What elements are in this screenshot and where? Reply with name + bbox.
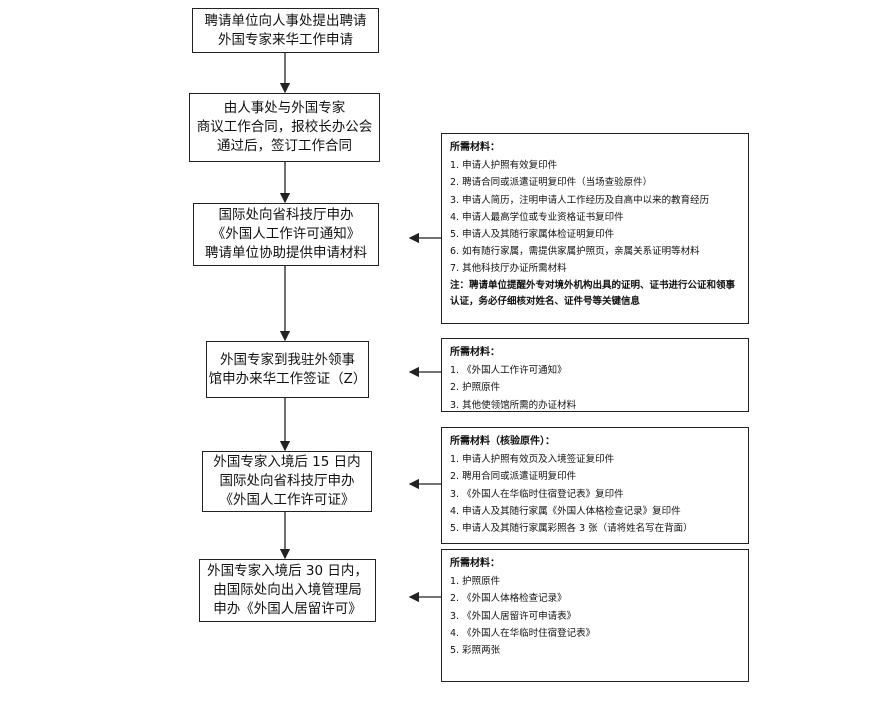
step-line: 外国专家入境后 15 日内 xyxy=(213,454,361,470)
materials-item: 1. 护照原件 xyxy=(450,576,501,588)
materials-item: 5. 申请人及其随行家属体检证明复印件 xyxy=(450,229,615,241)
step-line: 聘请单位协助提供申请材料 xyxy=(205,245,367,261)
materials-item: 3. 其他使领馆所需的办证材料 xyxy=(450,399,577,411)
materials-item: 3. 申请人简历，注明申请人工作经历及自高中以来的教育经历 xyxy=(450,194,710,206)
materials-heading: 所需材料： xyxy=(450,347,500,358)
step-line: 聘请单位向人事处提出聘请 xyxy=(204,12,367,29)
flow-step-2: 由人事处与外国专家 商议工作合同，报校长办公会 通过后，签订工作合同 xyxy=(189,93,380,162)
flow-step-5: 外国专家入境后 15 日内 国际处向省科技厅申办 《外国人工作许可证》 xyxy=(202,451,372,512)
step-line: 外国专家入境后 30 日内， xyxy=(207,563,368,579)
materials-item: 4. 申请人最高学位或专业资格证书复印件 xyxy=(450,211,624,223)
materials-item: 2. 护照原件 xyxy=(450,382,501,394)
materials-item: 1. 申请人护照有效页及入境签证复印件 xyxy=(450,454,615,466)
materials-item: 6. 如有随行家属，需提供家属护照页，亲属关系证明等材料 xyxy=(450,246,700,258)
flow-step-3: 国际处向省科技厅申办 《外国人工作许可通知》 聘请单位协助提供申请材料 xyxy=(193,203,379,266)
materials-heading: 所需材料（核验原件）： xyxy=(450,436,555,447)
materials-item: 3. 《外国人在华临时住宿登记表》复印件 xyxy=(450,488,624,500)
materials-item: 1. 申请人护照有效复印件 xyxy=(450,160,558,172)
step-line: 国际处向省科技厅申办 xyxy=(218,207,354,223)
step-line: 国际处向省科技厅申办 xyxy=(219,473,355,489)
step-line: 外国专家到我驻外领事 xyxy=(220,351,355,368)
flow-step-1: 聘请单位向人事处提出聘请 外国专家来华工作申请 xyxy=(192,8,379,53)
step-line: 《外国人工作许可证》 xyxy=(219,492,355,508)
materials-item: 4. 《外国人在华临时住宿登记表》 xyxy=(450,627,596,639)
materials-box-3: 所需材料（核验原件）： 1. 申请人护照有效页及入境签证复印件 2. 聘用合同或… xyxy=(441,427,749,544)
materials-item: 5. 申请人及其随行家属彩照各 3 张（请将姓名写在背面） xyxy=(450,523,693,535)
materials-item: 7. 其他科技厅办证所需材料 xyxy=(450,263,567,275)
step-line: 馆申办来华工作签证（Z） xyxy=(208,370,367,387)
flow-step-4: 外国专家到我驻外领事 馆申办来华工作签证（Z） xyxy=(206,341,369,398)
flow-step-6: 外国专家入境后 30 日内， 由国际处向出入境管理局 申办《外国人居留许可》 xyxy=(199,559,376,622)
materials-note: 注：聘请单位提醒外专对境外机构出具的证明、证书进行公证和领事认证，务必仔细核对姓… xyxy=(450,279,736,307)
step-line: 商议工作合同，报校长办公会 xyxy=(196,119,373,135)
materials-item: 5. 彩照两张 xyxy=(450,645,501,657)
materials-item: 3. 《外国人居留许可申请表》 xyxy=(450,610,577,622)
materials-item: 1. 《外国人工作许可通知》 xyxy=(450,365,567,377)
materials-box-2: 所需材料： 1. 《外国人工作许可通知》 2. 护照原件 3. 其他使领馆所需的… xyxy=(441,338,749,412)
step-line: 由人事处与外国专家 xyxy=(223,100,346,116)
step-line: 由国际处向出入境管理局 xyxy=(213,582,362,598)
step-line: 外国专家来华工作申请 xyxy=(218,31,353,48)
materials-box-4: 所需材料： 1. 护照原件 2. 《外国人体格检查记录》 3. 《外国人居留许可… xyxy=(441,549,749,682)
materials-item: 2. 聘用合同或派遣证明复印件 xyxy=(450,471,577,483)
step-line: 《外国人工作许可通知》 xyxy=(211,226,361,242)
step-line: 申办《外国人居留许可》 xyxy=(213,601,362,617)
materials-heading: 所需材料： xyxy=(450,558,500,569)
materials-box-1: 所需材料： 1. 申请人护照有效复印件 2. 聘请合同或派遣证明复印件（当场查验… xyxy=(441,133,749,324)
step-line: 通过后，签订工作合同 xyxy=(217,138,352,154)
materials-item: 2. 《外国人体格检查记录》 xyxy=(450,593,567,605)
materials-item: 2. 聘请合同或派遣证明复印件（当场查验原件） xyxy=(450,177,653,189)
materials-heading: 所需材料： xyxy=(450,142,500,153)
materials-item: 4. 申请人及其随行家属《外国人体格检查记录》复印件 xyxy=(450,505,681,517)
